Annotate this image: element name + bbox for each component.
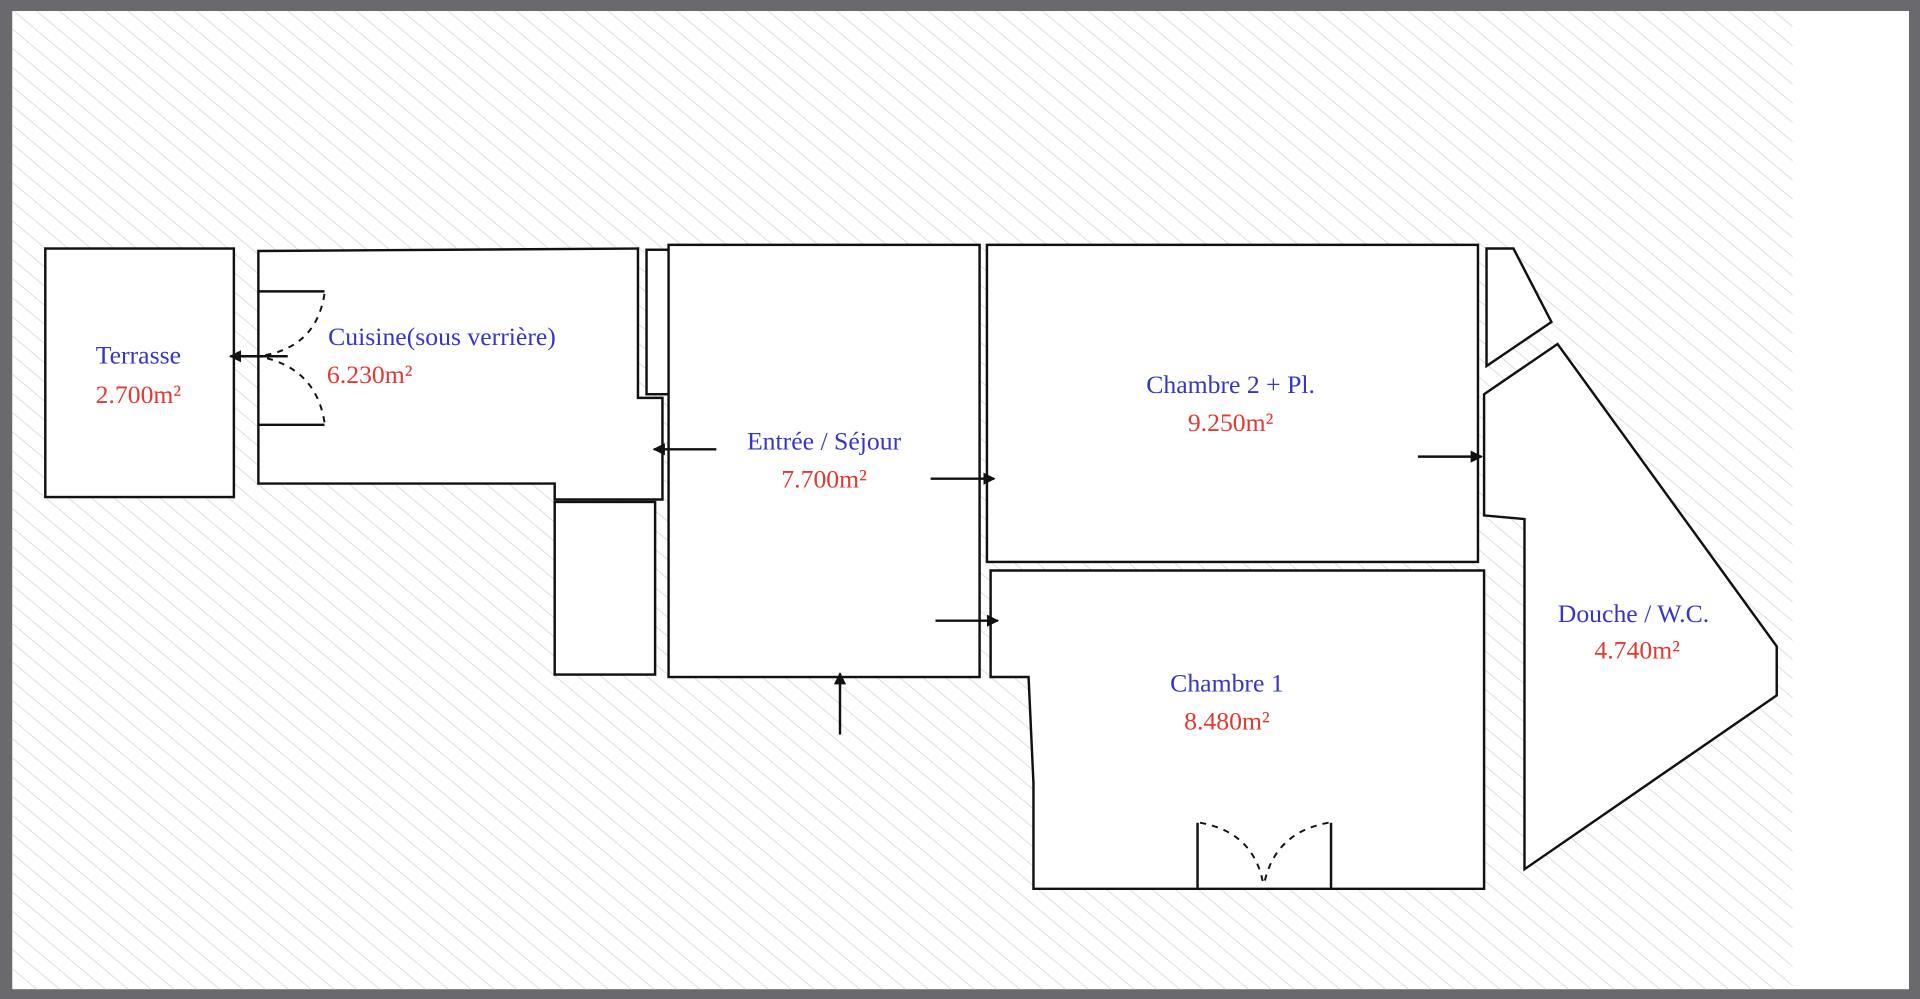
room-name: Douche / W.C. <box>1558 599 1709 628</box>
room-name: Cuisine(sous verrière) <box>328 322 556 351</box>
closet-narrow <box>645 248 672 396</box>
door-chambre-1 <box>1196 821 1333 889</box>
room-entree-sejour <box>667 243 981 679</box>
room-name: Entrée / Séjour <box>747 426 902 455</box>
door-cuisine <box>258 290 326 427</box>
closet-lower <box>553 500 657 676</box>
room-name: Chambre 2 + Pl. <box>1146 370 1315 399</box>
room-area: 2.700m² <box>96 380 182 409</box>
room-area: 8.480m² <box>1184 707 1270 736</box>
room-chambre-2 <box>985 243 1480 564</box>
room-terrasse <box>44 247 236 499</box>
room-area: 9.250m² <box>1188 408 1274 437</box>
room-chambre-1 <box>989 569 1486 891</box>
closet-triangle <box>1485 247 1554 369</box>
room-cuisine <box>257 247 664 501</box>
room-area: 4.740m² <box>1594 636 1680 665</box>
room-area: 7.700m² <box>781 464 867 493</box>
room-name: Terrasse <box>96 341 181 370</box>
room-douche-wc <box>1482 342 1778 872</box>
room-area: 6.230m² <box>327 360 413 389</box>
room-name: Chambre 1 <box>1170 669 1284 698</box>
